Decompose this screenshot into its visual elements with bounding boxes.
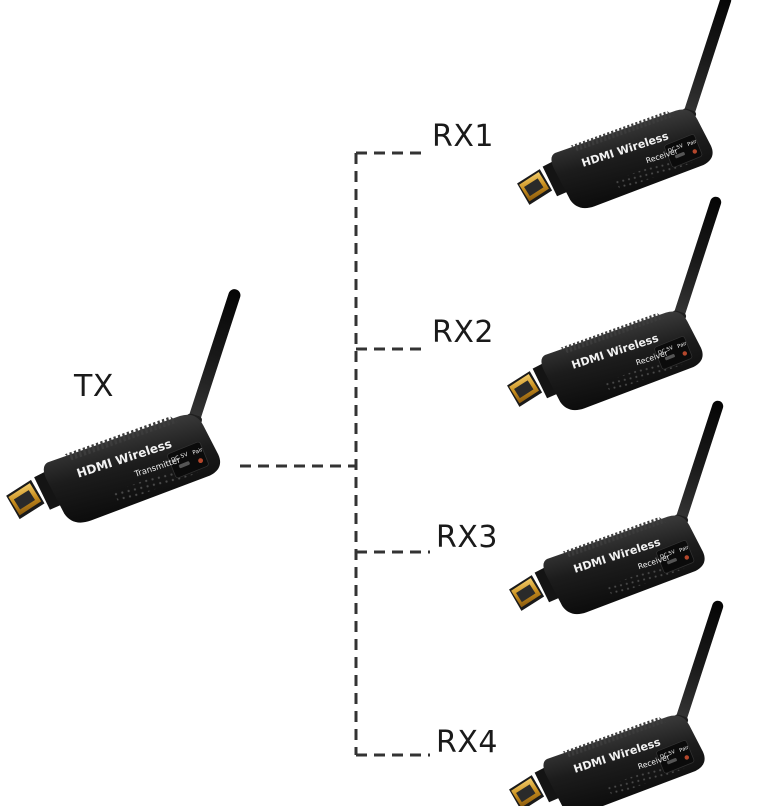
rx2-label: RX2 [432, 315, 494, 350]
receiver-device-1: HDMI Wireless Receiver DC 5V Pair [483, 0, 776, 224]
rx3-button-text: Pair [679, 544, 691, 553]
rx4-button-text: Pair [679, 744, 691, 753]
rx1-port-text: DC 5V [667, 143, 684, 155]
rx4-label: RX4 [436, 725, 498, 760]
rx4-port-text: DC 5V [659, 749, 676, 761]
receiver-device-4: HDMI Wireless Receiver DC 5V Pair [475, 595, 768, 811]
receiver-device-2: HDMI Wireless Receiver DC 5V Pair [473, 191, 766, 426]
tx-button-text: Pair [192, 447, 205, 457]
rx1-button-text: Pair [687, 138, 699, 147]
tx-label: TX [74, 369, 114, 404]
connection-lines [240, 151, 430, 757]
transmitter-device: HDMI Wireless Transmitter DC 5V Pair [0, 283, 290, 540]
rx3-label: RX3 [436, 520, 498, 555]
rx1-label: RX1 [432, 119, 494, 154]
rx3-port-text: DC 5V [659, 549, 676, 561]
rx2-button-text: Pair [677, 340, 689, 349]
rx2-port-text: DC 5V [657, 345, 674, 357]
receiver-device-3: HDMI Wireless Receiver DC 5V Pair [475, 395, 768, 630]
